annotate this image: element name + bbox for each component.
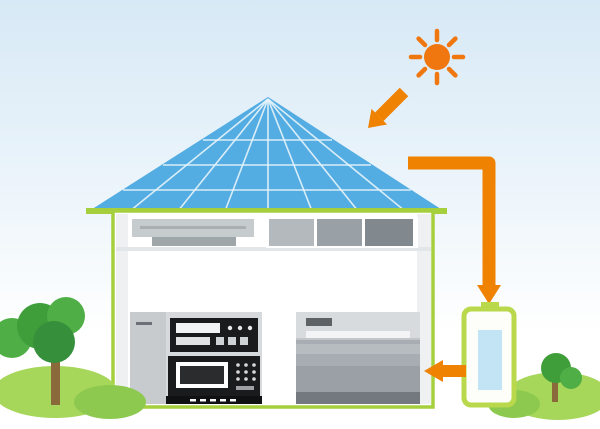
floor-slab: [116, 247, 431, 251]
upstairs-windows: [266, 217, 418, 248]
range-hood-vent: [132, 219, 254, 246]
left-trees-and-shrubs: [0, 297, 146, 419]
battery-to-home-arrow-icon: [424, 360, 466, 382]
sun-icon: [408, 28, 466, 86]
sunlight-arrow-icon: [368, 87, 409, 128]
solar-panel-roof: [86, 97, 447, 214]
microwave-oven: [168, 356, 260, 396]
tree-trunk: [51, 350, 60, 405]
house: [111, 209, 435, 409]
storage-battery: [461, 302, 517, 408]
kitchen-appliance-stack: [130, 312, 262, 404]
dishwasher-unit: [296, 312, 420, 404]
roof-to-battery-arrow-icon: [408, 156, 501, 304]
